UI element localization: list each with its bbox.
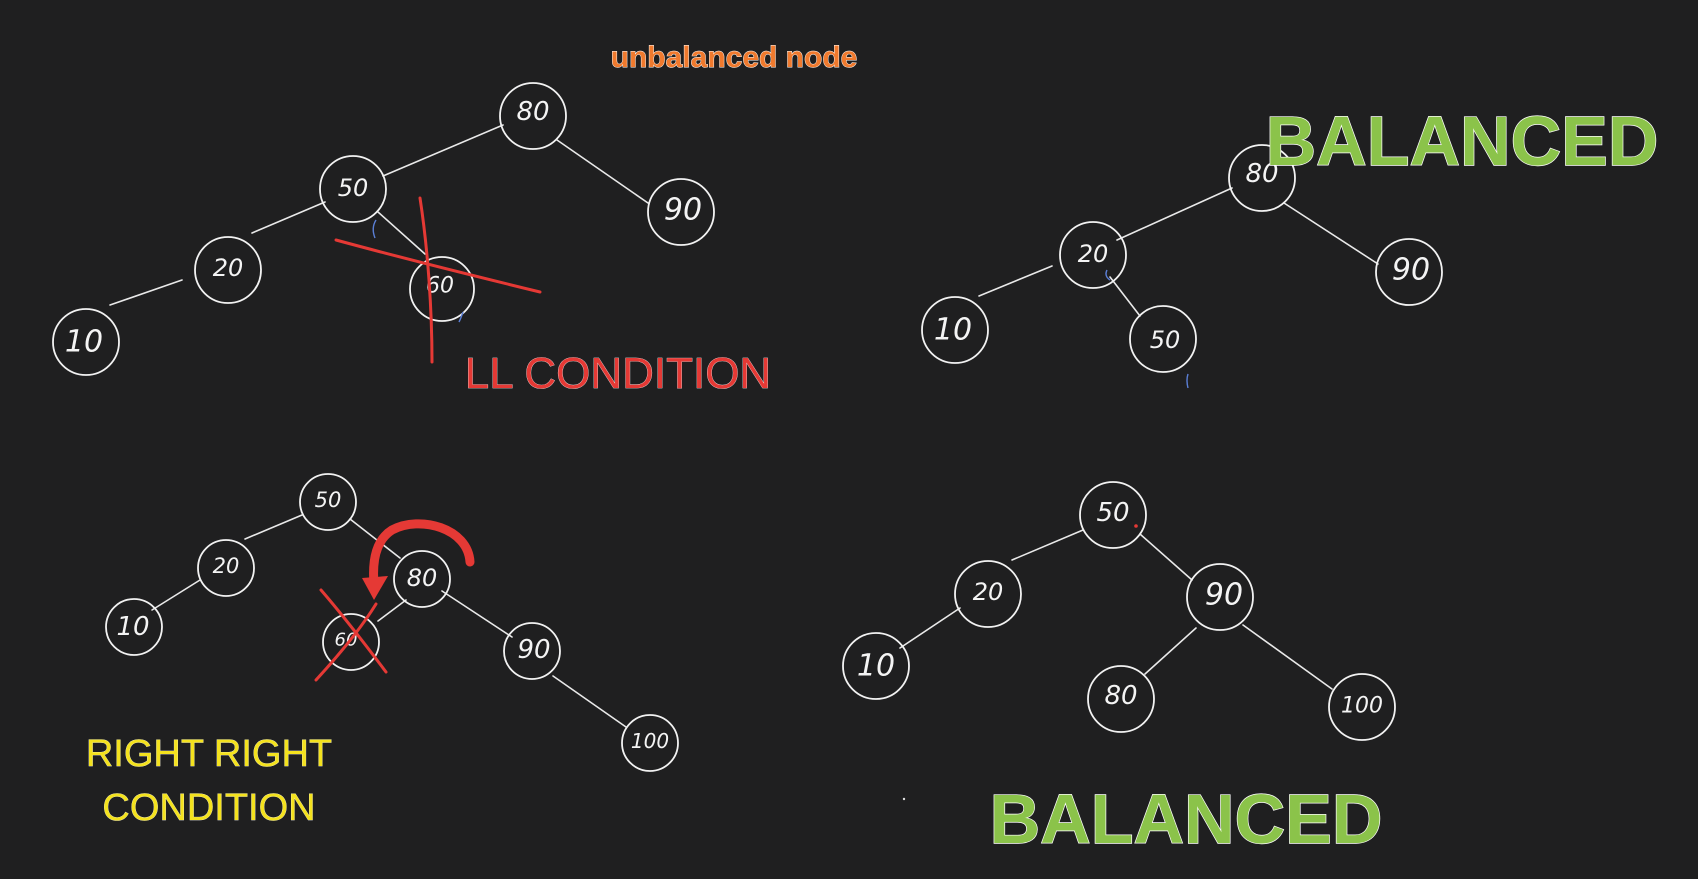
tree-node: 60	[322, 613, 380, 671]
strike-x-mark	[334, 196, 542, 364]
tree-ll-unbalanced: 80 50 90 20 60 10	[52, 82, 715, 376]
rotation-arrow	[362, 519, 475, 600]
tree-edge	[382, 124, 504, 177]
tree-node: 20	[194, 236, 262, 304]
node-label: 10	[65, 325, 103, 360]
tree-rr-unbalanced: 50 20 80 10 60 90 100	[105, 473, 679, 772]
unbalanced-node-label: unbalanced node	[611, 41, 858, 74]
balanced-label-bottom: BALANCED	[990, 780, 1383, 858]
tree-edge	[251, 201, 326, 234]
node-label: 80	[407, 564, 438, 592]
balance-tick	[372, 219, 377, 239]
node-label: 80	[1104, 681, 1137, 711]
node-label: 100	[631, 729, 669, 753]
tree-edge	[899, 607, 961, 649]
tree-rr-balanced: 50 20 90 10 80 100	[842, 481, 1396, 801]
node-label: 90	[1205, 578, 1243, 613]
ll-condition-label: LL CONDITION	[465, 349, 771, 398]
tree-edge	[244, 514, 303, 540]
tree-edge	[1109, 276, 1141, 317]
tree-node: 50	[299, 473, 357, 531]
node-label: 50	[1096, 498, 1129, 528]
tree-edge	[1139, 533, 1193, 581]
node-label: 100	[1341, 694, 1383, 719]
node-label: 20	[213, 554, 240, 578]
tree-edge	[1283, 202, 1379, 265]
node-label: 90	[517, 635, 550, 665]
tree-node: 90	[1186, 563, 1254, 631]
tree-node: 10	[105, 598, 163, 656]
balance-tick	[1105, 269, 1111, 281]
tree-edge	[109, 279, 183, 306]
right-right-label-line1: RIGHT RIGHT	[86, 733, 332, 775]
node-label: 20	[213, 254, 244, 282]
tree-node: 80	[1087, 665, 1155, 733]
node-label: 20	[1078, 240, 1109, 268]
tree-node: 50	[1079, 481, 1147, 549]
tree-edge	[1116, 187, 1233, 241]
tree-edge	[1011, 529, 1084, 561]
red-dot	[1134, 524, 1138, 528]
tree-node: 10	[921, 296, 989, 364]
node-label: 50	[338, 174, 369, 202]
tree-node: 80	[393, 550, 451, 608]
node-label: 80	[516, 97, 549, 127]
tree-edge	[556, 139, 649, 204]
tree-edge	[1242, 624, 1333, 690]
tree-ll-balanced: 80 20 90 10 50	[921, 144, 1443, 389]
tree-edge	[377, 599, 407, 622]
tree-edge	[1144, 627, 1197, 675]
tree-node: 10	[52, 308, 120, 376]
stray-dot	[902, 797, 906, 801]
tree-node: 60	[409, 256, 475, 322]
tree-node: 50	[319, 155, 387, 223]
tree-edge	[349, 518, 401, 559]
tree-edge	[377, 211, 426, 255]
strike-x-mark	[314, 588, 388, 682]
tree-edge	[552, 675, 627, 728]
right-right-label-line2: CONDITION	[102, 787, 315, 829]
tree-edge	[151, 579, 201, 611]
node-label: 20	[973, 578, 1004, 606]
tree-node: 10	[842, 632, 910, 700]
tree-node: 90	[647, 178, 715, 246]
balanced-label-top: BALANCED	[1266, 102, 1659, 180]
tree-node: 20	[954, 560, 1022, 628]
node-label: 10	[857, 649, 895, 684]
node-label: 50	[315, 488, 342, 512]
node-label: 90	[1392, 253, 1430, 288]
tree-node: 100	[1328, 673, 1396, 741]
tree-node: 90	[1375, 238, 1443, 306]
tree-edge	[978, 265, 1053, 297]
tree-edge	[441, 590, 513, 638]
node-label: 80	[1245, 159, 1278, 189]
tree-node: 20	[197, 539, 255, 597]
node-label: 10	[934, 313, 972, 348]
tree-node: 20	[1059, 221, 1127, 289]
tree-node: 100	[621, 714, 679, 772]
node-label: 90	[664, 193, 702, 228]
tree-node: 90	[503, 622, 561, 680]
node-label: 50	[1150, 326, 1181, 354]
tree-node: 50	[1129, 305, 1197, 373]
tree-node: 80	[499, 82, 567, 150]
node-label: 60	[335, 630, 358, 651]
tree-node: 80	[1228, 144, 1296, 212]
balance-tick	[458, 311, 464, 323]
balance-tick	[1186, 373, 1189, 389]
node-label: 10	[116, 612, 149, 642]
